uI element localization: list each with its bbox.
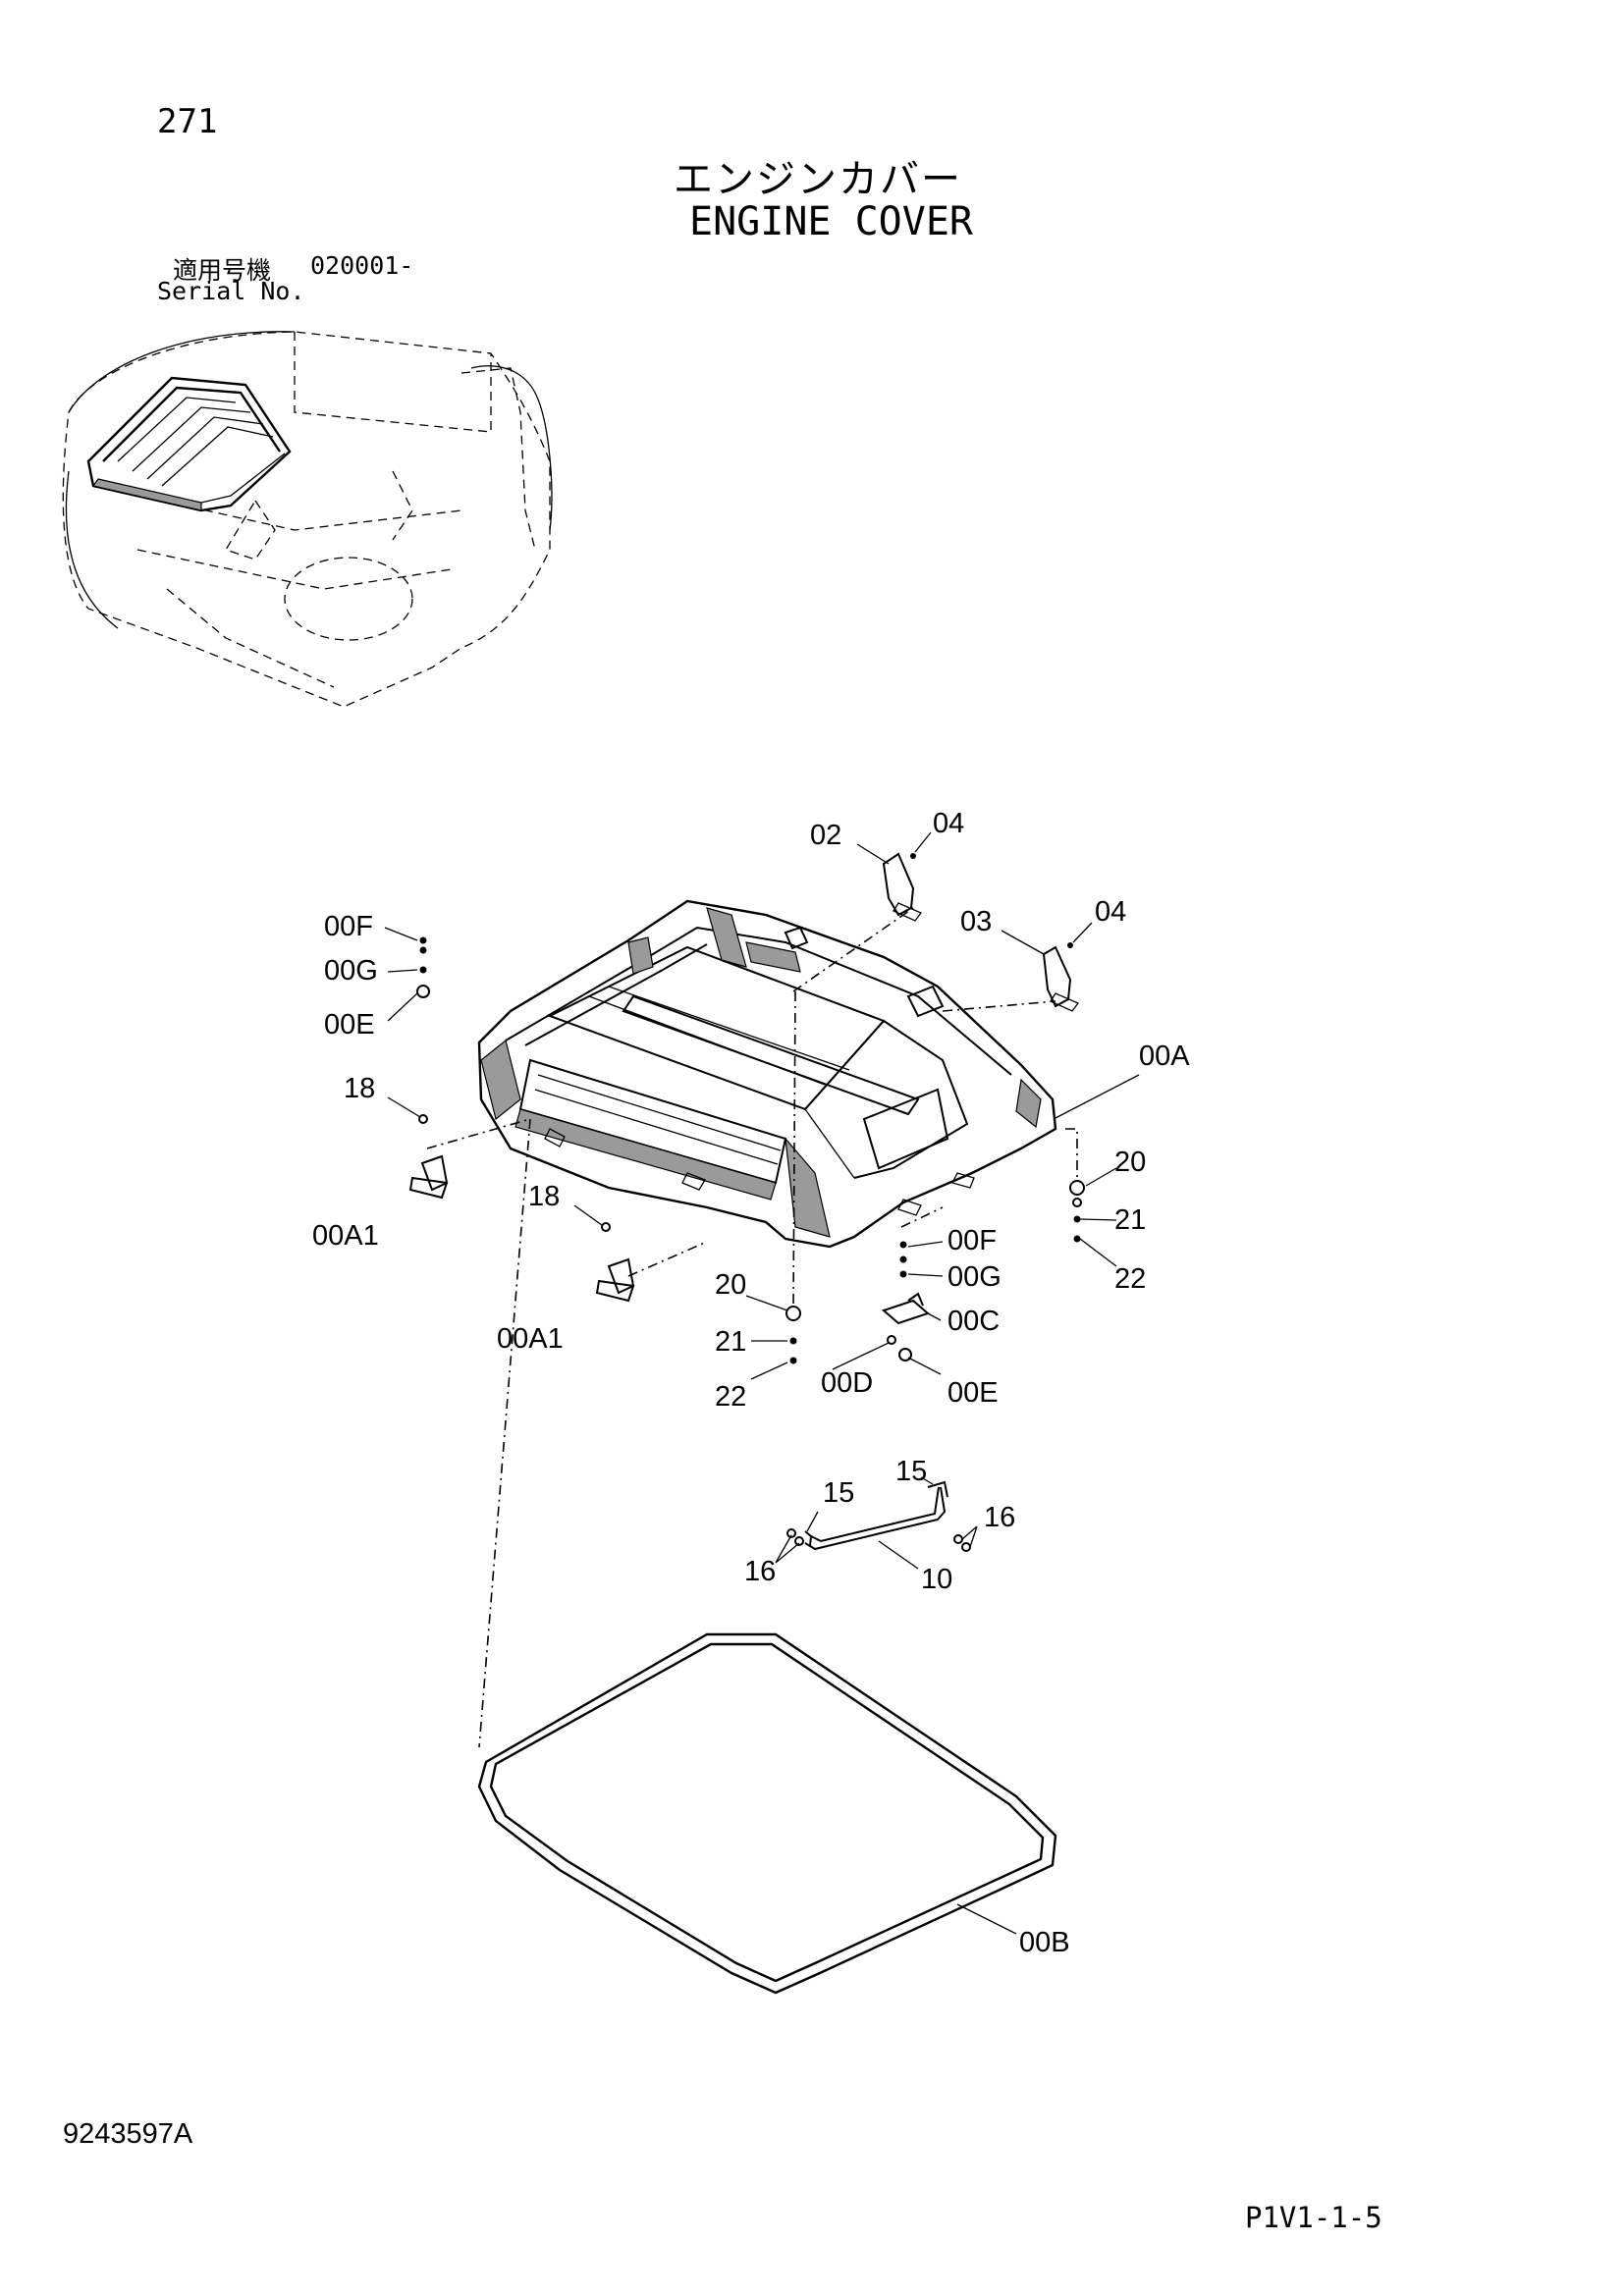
bolt-04-right xyxy=(1067,942,1073,948)
callout-00a1-center: 00A1 xyxy=(497,1323,564,1355)
drawing-code: 9243597A xyxy=(63,2118,193,2150)
callout-02: 02 xyxy=(810,820,841,851)
bolt-04-upper xyxy=(910,853,916,859)
callout-16-right: 16 xyxy=(984,1502,1015,1533)
engine-cover-assembly xyxy=(477,899,1057,1249)
center-lines xyxy=(426,907,1078,1748)
fastener-dots xyxy=(416,936,1085,1364)
callout-15-left: 15 xyxy=(823,1477,854,1509)
callout-00g-center: 00G xyxy=(947,1261,1001,1293)
callout-16-left: 16 xyxy=(744,1556,776,1587)
support-rod-10 xyxy=(786,1480,971,1552)
serial-label-japanese: 適用号機 xyxy=(173,256,272,285)
callout-00f-left: 00F xyxy=(324,911,373,942)
callout-00a1-left: 00A1 xyxy=(312,1220,379,1252)
bracket-00c xyxy=(882,1292,930,1325)
serial-range: 020001- xyxy=(310,251,414,280)
callout-00a: 00A xyxy=(1139,1041,1190,1072)
callout-labels: 02 04 03 04 00F 00G 00E 00A 18 00A1 18 0… xyxy=(312,808,1190,1958)
callout-18-center: 18 xyxy=(528,1181,560,1212)
callout-04-right: 04 xyxy=(1095,896,1126,928)
page-number: 271 xyxy=(157,102,218,141)
leader-lines xyxy=(384,831,1140,1935)
callout-21-right: 21 xyxy=(1114,1204,1146,1236)
callout-03: 03 xyxy=(960,906,992,937)
callout-21-center: 21 xyxy=(715,1326,746,1358)
callout-00e-center: 00E xyxy=(947,1377,999,1409)
page-code: P1V1-1-5 xyxy=(1245,2201,1382,2234)
callout-00c: 00C xyxy=(947,1306,1000,1337)
callout-22-center: 22 xyxy=(715,1381,746,1413)
hinge-03 xyxy=(1042,945,1080,1012)
callout-00d: 00D xyxy=(821,1367,873,1399)
location-key-drawing xyxy=(62,331,553,708)
callout-18-left: 18 xyxy=(344,1073,375,1104)
callout-00f-center: 00F xyxy=(947,1225,997,1256)
page-title: ENGINE COVER xyxy=(689,199,973,244)
hinge-02 xyxy=(882,852,923,922)
callout-04-top: 04 xyxy=(933,808,964,839)
callout-15-right: 15 xyxy=(895,1456,927,1487)
callout-00b: 00B xyxy=(1019,1927,1070,1958)
callout-00e-left: 00E xyxy=(324,1009,375,1041)
bracket-00a1-center xyxy=(595,1257,635,1303)
seal-00b xyxy=(477,1632,1057,1995)
bracket-00a1-left xyxy=(408,1154,449,1200)
page-title-japanese: エンジンカバー xyxy=(674,157,962,202)
callout-20-right: 20 xyxy=(1114,1147,1146,1178)
callout-00g-left: 00G xyxy=(324,955,378,987)
callout-22-right: 22 xyxy=(1114,1263,1146,1295)
callout-10: 10 xyxy=(921,1564,952,1595)
callout-20-center: 20 xyxy=(715,1269,746,1301)
serial-label: Serial No. xyxy=(157,277,305,305)
